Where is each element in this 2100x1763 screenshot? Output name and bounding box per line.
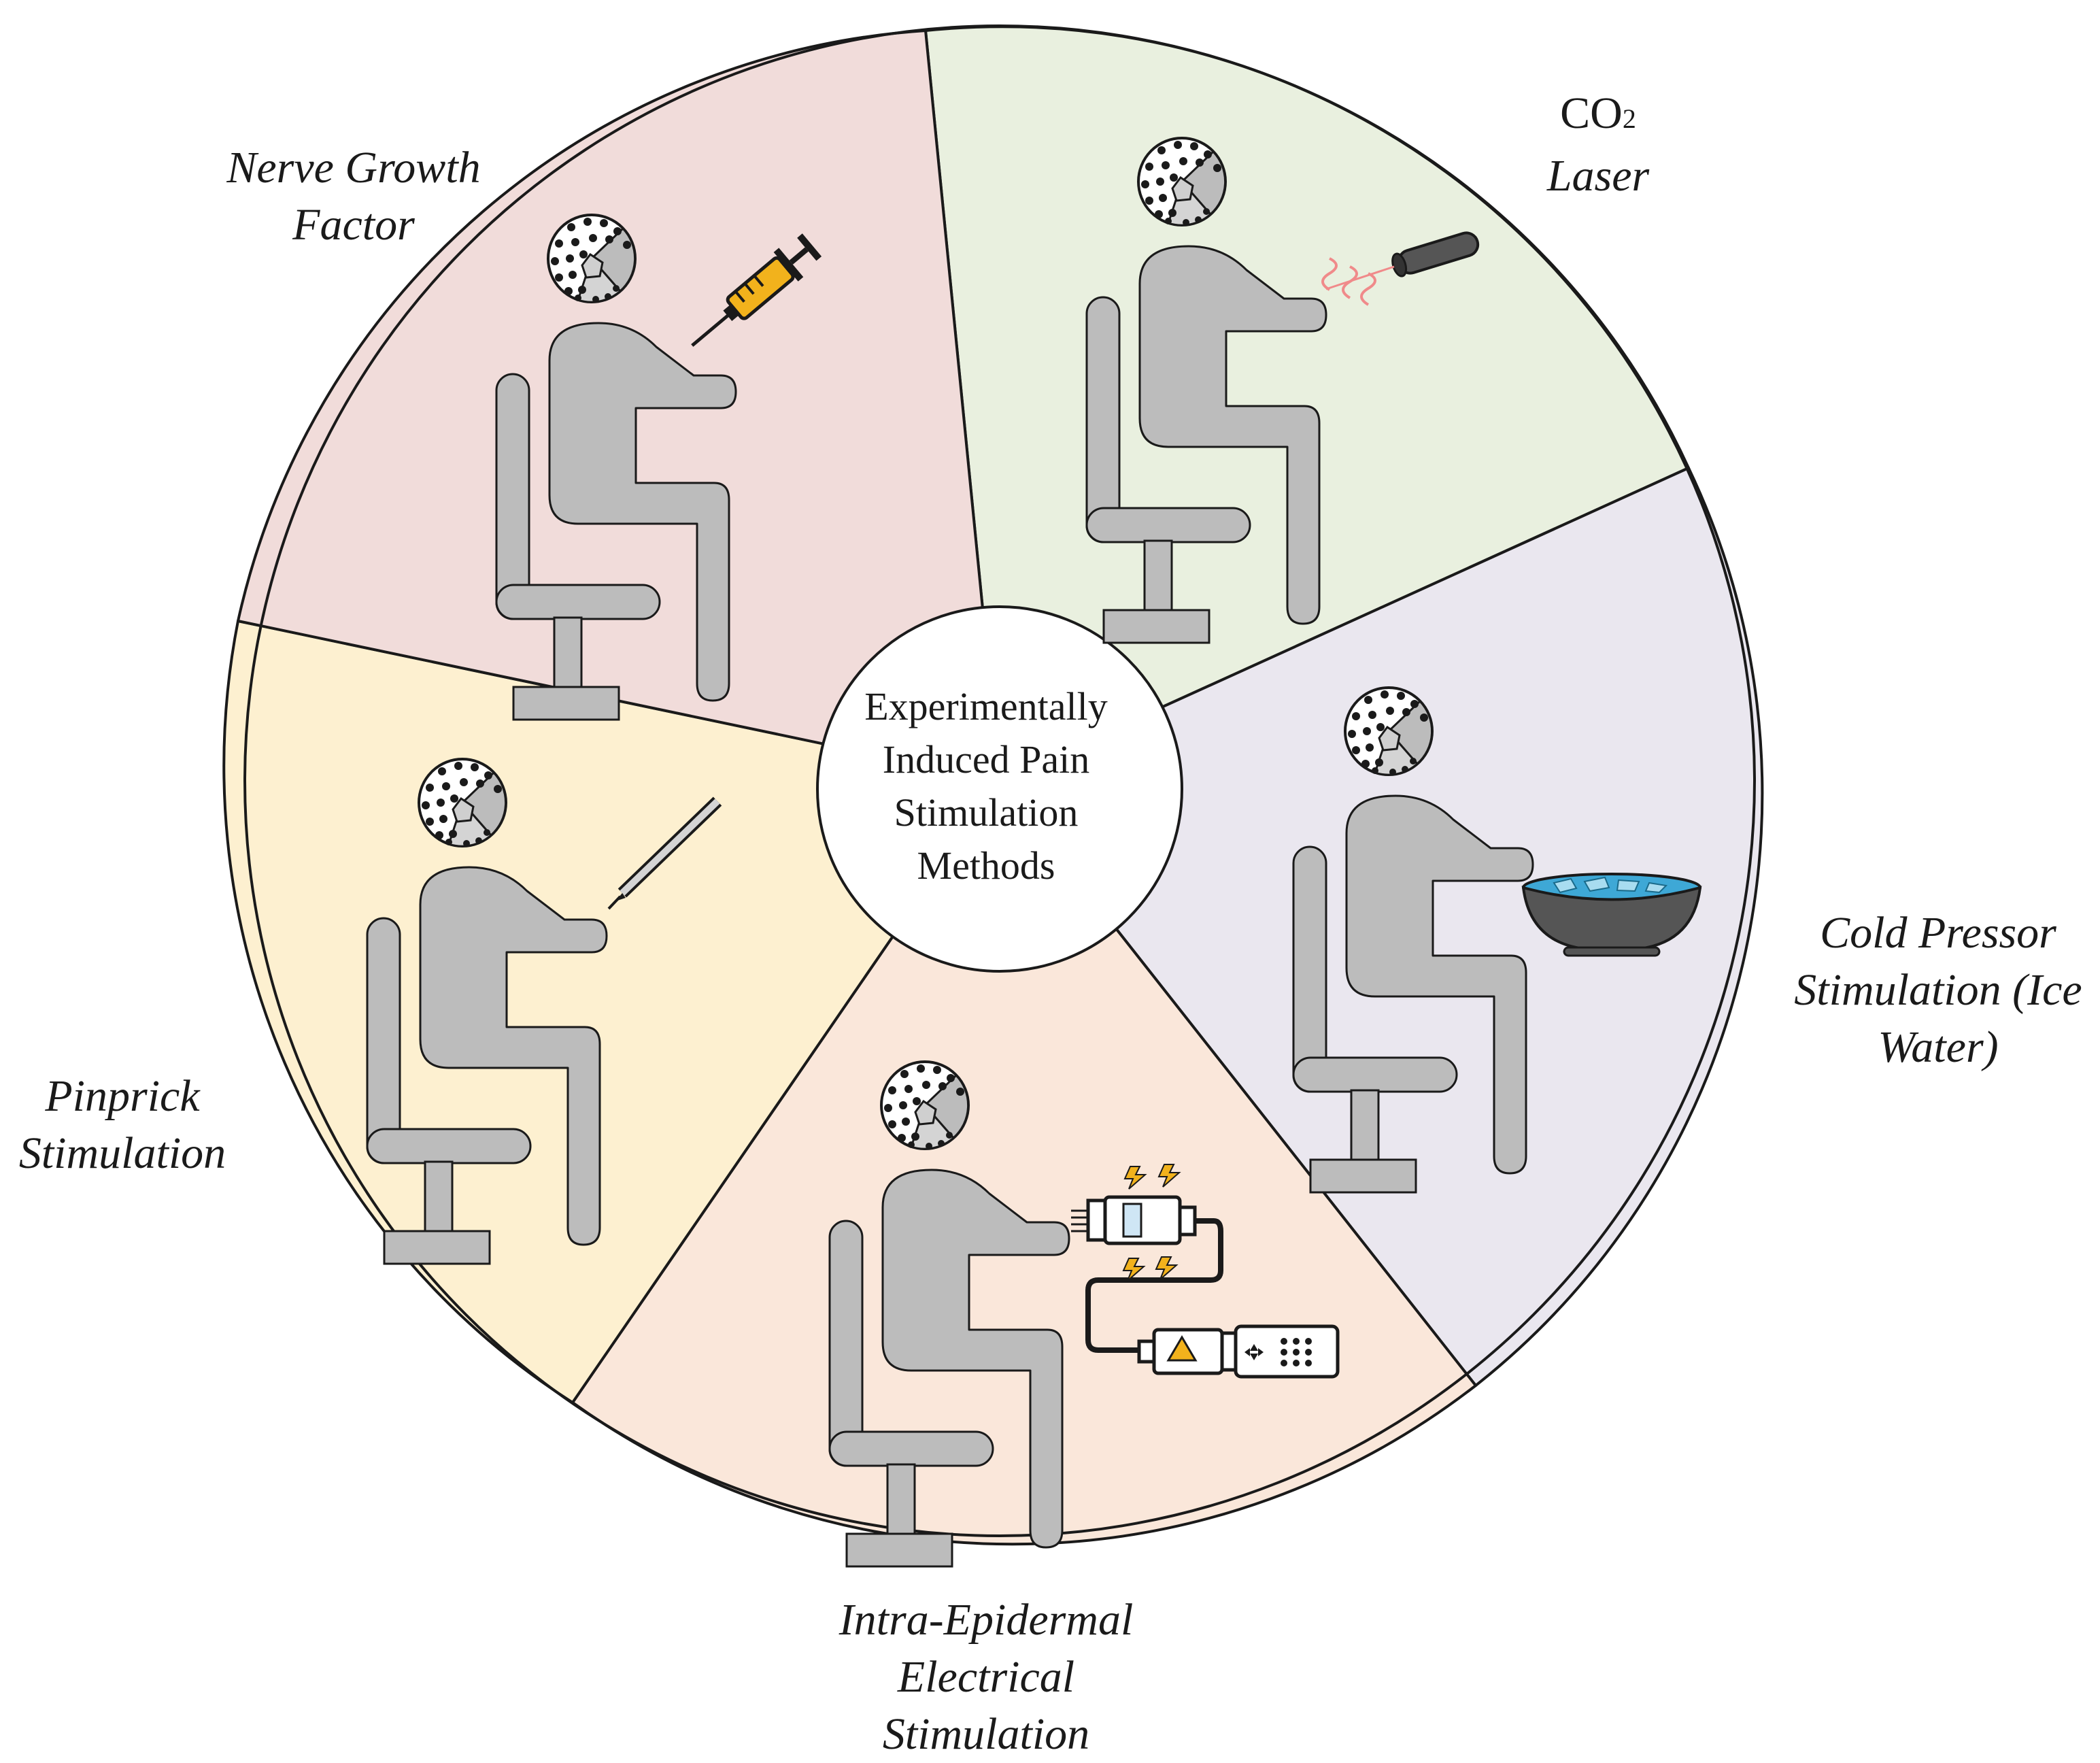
label-cold-line-1: Cold Pressor bbox=[1820, 908, 2056, 958]
label-cold-line-2: Stimulation (Ice bbox=[1794, 965, 2082, 1015]
label-laser-line: Laser bbox=[1546, 151, 1650, 201]
label-nerve-growth-factor: Nerve Growth Factor bbox=[211, 139, 496, 254]
center-title-line-4: Methods bbox=[917, 843, 1055, 888]
center-title-line-2: Induced Pain bbox=[882, 737, 1090, 782]
outer-ring bbox=[243, 24, 1756, 1537]
center-title-line-3: Stimulation bbox=[894, 790, 1079, 835]
label-co2-laser: CO2 Laser bbox=[1517, 85, 1680, 205]
label-ngf-line-1: Nerve Growth bbox=[226, 143, 481, 192]
laser-device-icon bbox=[1321, 231, 1480, 306]
electrode-stimulator-icon bbox=[1071, 1164, 1340, 1379]
label-cold-line-3: Water) bbox=[1878, 1022, 1999, 1072]
sector-pinprick bbox=[222, 620, 1001, 1404]
label-pinprick-line-1: Pinprick bbox=[45, 1071, 200, 1121]
label-co2-line: CO2 bbox=[1560, 88, 1636, 138]
center-circle bbox=[816, 605, 1183, 973]
label-cold-pressor: Cold Pressor Stimulation (Ice Water) bbox=[1782, 905, 2095, 1076]
label-ieds-line-3: Stimulation bbox=[882, 1709, 1090, 1759]
label-ngf-line-2: Factor bbox=[292, 200, 415, 250]
ice-water-bowl-icon bbox=[1521, 873, 1702, 957]
label-pinprick: Pinprick Stimulation bbox=[7, 1068, 238, 1182]
syringe-icon bbox=[691, 233, 822, 347]
center-title-line-1: Experimentally bbox=[864, 684, 1108, 728]
label-ieds-line-2: Electrical bbox=[897, 1652, 1075, 1702]
center-title: Experimentally Induced Pain Stimulation … bbox=[823, 680, 1149, 892]
label-ieds-line-1: Intra-Epidermal bbox=[839, 1595, 1134, 1645]
pinprick-probe-icon bbox=[607, 796, 722, 910]
label-intra-epidermal: Intra-Epidermal Electrical Stimulation bbox=[802, 1592, 1170, 1763]
label-pinprick-line-2: Stimulation bbox=[18, 1128, 226, 1178]
